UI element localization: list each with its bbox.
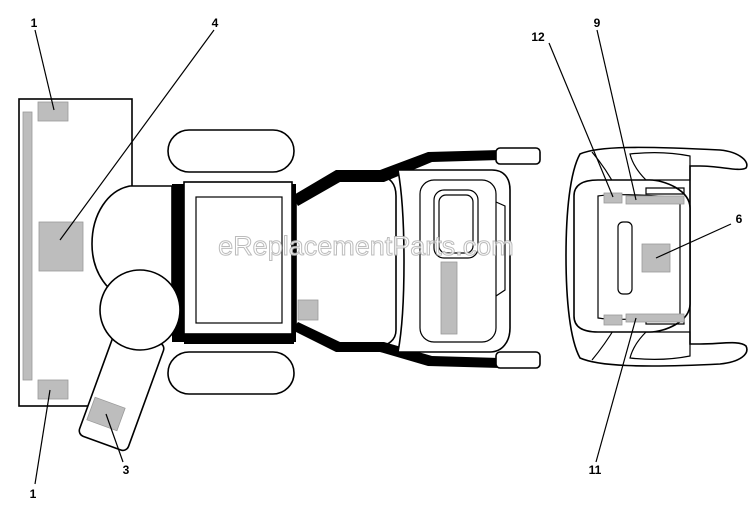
- decal-9: [625, 195, 685, 205]
- callout-9: 9: [594, 16, 601, 30]
- center-chassis: [295, 175, 397, 347]
- callout-1-top: 1: [31, 16, 38, 30]
- callout-6: 6: [736, 212, 743, 226]
- callout-labels: 1 4 1 3 12 9 6 11: [30, 16, 743, 501]
- decal-right-low: [603, 314, 623, 326]
- tire-bottom: [167, 351, 295, 395]
- decal-cab: [297, 299, 319, 321]
- watermark-text: eReplacementParts.com: [218, 231, 514, 261]
- cab-panel: [183, 181, 293, 335]
- decal-11: [625, 313, 685, 323]
- callout-3: 3: [123, 463, 130, 477]
- leader-lines: [34, 29, 732, 485]
- callout-1-bottom: 1: [30, 487, 37, 501]
- decal-engine: [440, 261, 458, 335]
- decal-4: [38, 221, 84, 272]
- chassis-rail-top: [292, 150, 500, 206]
- chassis-rail-bottom: [292, 322, 500, 368]
- tire-top: [167, 129, 295, 173]
- decal-12: [603, 192, 623, 204]
- decal-1-top: [37, 101, 69, 122]
- callout-11: 11: [589, 463, 602, 477]
- handle-grips: [495, 147, 541, 369]
- callout-4: 4: [212, 16, 219, 30]
- callout-12: 12: [531, 30, 545, 44]
- decal-1-bottom: [37, 379, 69, 400]
- engine-section: [397, 169, 511, 353]
